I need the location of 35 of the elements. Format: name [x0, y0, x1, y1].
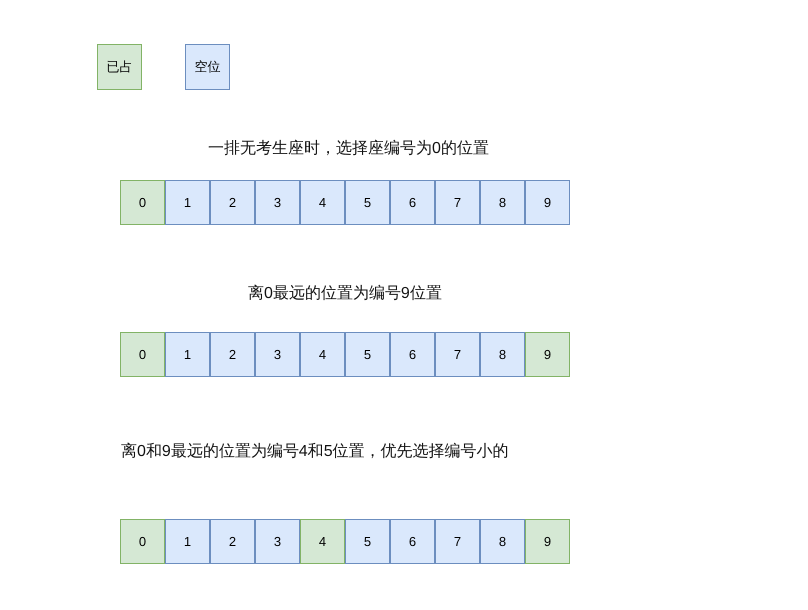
- seat-box: 9: [525, 332, 570, 377]
- row-title: 一排无考生座时，选择座编号为0的位置: [208, 139, 489, 159]
- seat-box: 0: [120, 519, 165, 564]
- row-title: 离0最远的位置为编号9位置: [248, 284, 442, 304]
- seat-box: 9: [525, 180, 570, 225]
- seat-box: 6: [390, 180, 435, 225]
- seat-box: 5: [345, 519, 390, 564]
- seat-box: 2: [210, 332, 255, 377]
- seat-box: 2: [210, 519, 255, 564]
- seat-box: 3: [255, 180, 300, 225]
- seat-box: 6: [390, 519, 435, 564]
- seat-box: 4: [300, 519, 345, 564]
- seat-box: 7: [435, 332, 480, 377]
- seat-box: 3: [255, 519, 300, 564]
- seat-box: 6: [390, 332, 435, 377]
- seat-box: 0: [120, 332, 165, 377]
- seat-box: 3: [255, 332, 300, 377]
- legend-box: 已占: [97, 44, 142, 90]
- seat-box: 7: [435, 519, 480, 564]
- seat-box: 8: [480, 332, 525, 377]
- seat-box: 8: [480, 519, 525, 564]
- seat-box: 9: [525, 519, 570, 564]
- seat-box: 7: [435, 180, 480, 225]
- seat-box: 5: [345, 332, 390, 377]
- row-title: 离0和9最远的位置为编号4和5位置，优先选择编号小的: [121, 442, 509, 462]
- seat-box: 1: [165, 180, 210, 225]
- seat-box: 0: [120, 180, 165, 225]
- seat-box: 4: [300, 180, 345, 225]
- seat-box: 8: [480, 180, 525, 225]
- seat-box: 1: [165, 332, 210, 377]
- seat-box: 5: [345, 180, 390, 225]
- seat-box: 1: [165, 519, 210, 564]
- seat-box: 4: [300, 332, 345, 377]
- seat-box: 2: [210, 180, 255, 225]
- legend-box: 空位: [185, 44, 230, 90]
